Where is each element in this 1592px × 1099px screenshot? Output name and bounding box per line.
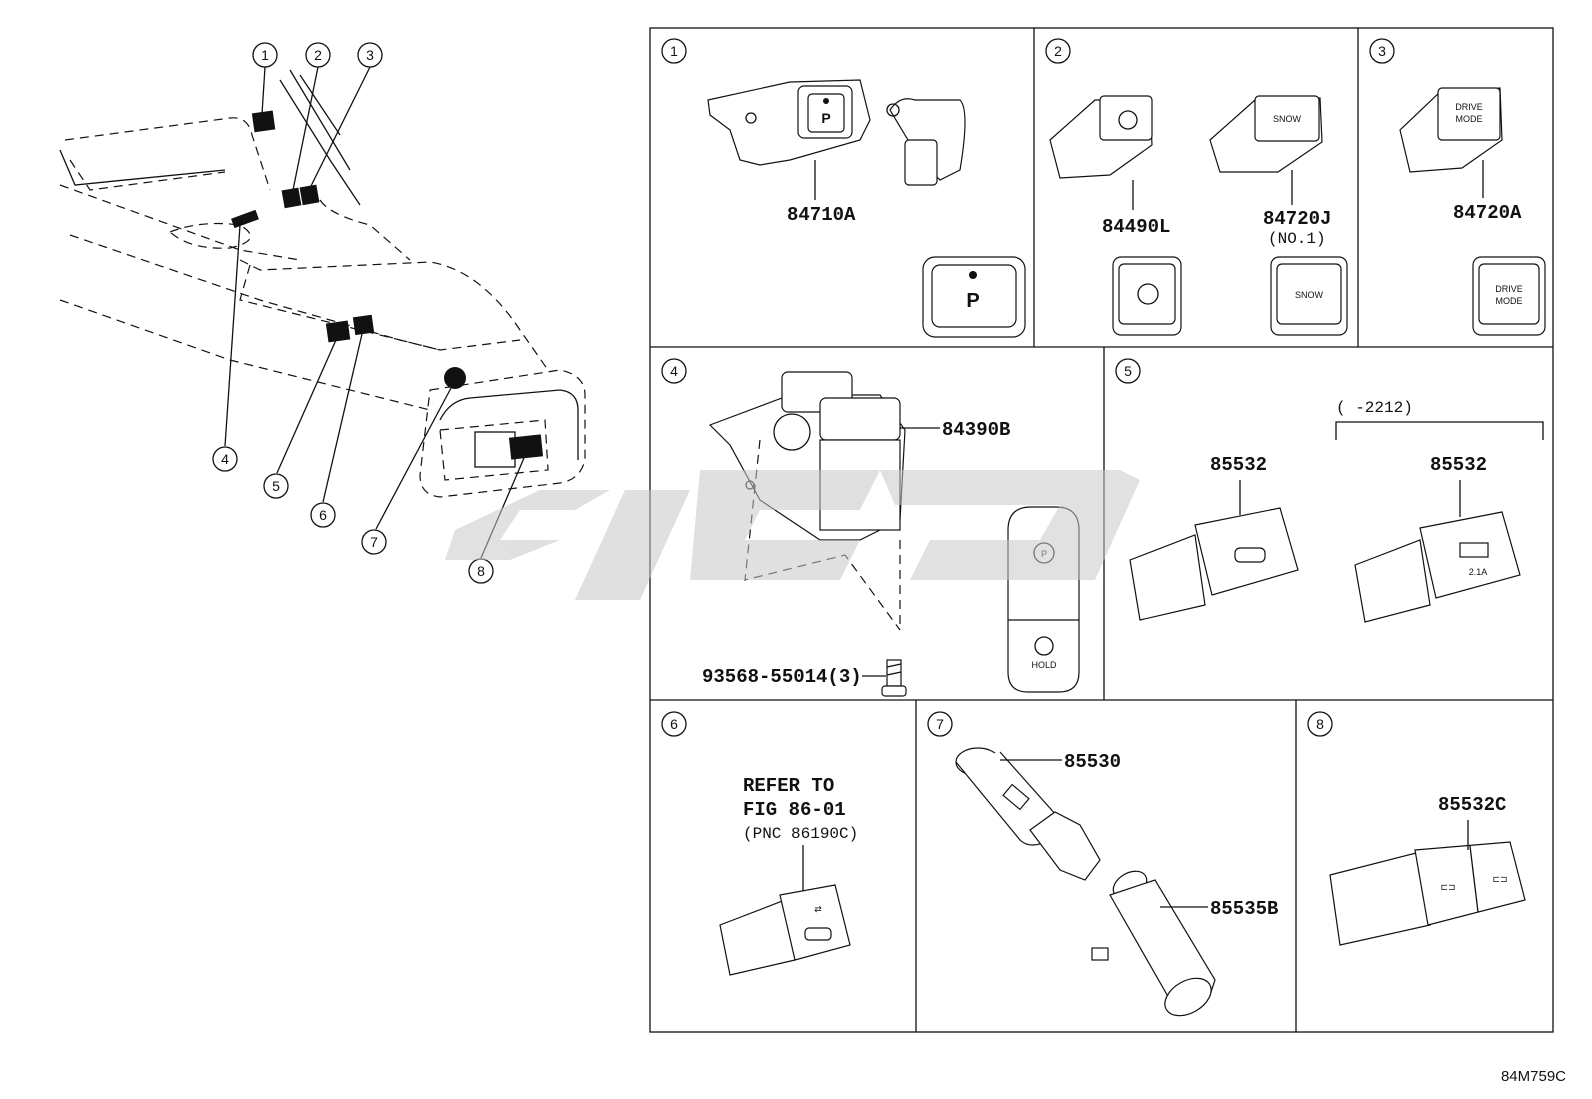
svg-text:8: 8 (1316, 716, 1324, 732)
svg-text:MODE: MODE (1496, 296, 1523, 306)
panel-3: 3 DRIVE MODE 84720A DRIVE MODE (1369, 38, 1546, 336)
svg-text:6: 6 (670, 716, 678, 732)
snow-button-face: SNOW (1270, 256, 1348, 336)
usb-c-socket-left (1129, 507, 1299, 621)
svg-text:⇄: ⇄ (814, 904, 822, 914)
range-note: ( -2212) (1336, 399, 1413, 417)
snow-mode-switch: SNOW (1209, 95, 1323, 173)
console-overview: 1 2 3 4 5 6 7 8 (59, 42, 586, 584)
p-button-face: P (922, 256, 1026, 338)
svg-text:MODE: MODE (1456, 114, 1483, 124)
callout-3: 3 (357, 42, 383, 68)
panel-1: 1 P 84710A P (661, 38, 1026, 338)
svg-text:8: 8 (477, 563, 485, 579)
part-85535B: 85535B (1210, 898, 1278, 920)
watermark-logo (445, 470, 1140, 600)
panel-6: 6 REFER TO FIG 86-01 (PNC 86190C) ⇄ (661, 711, 858, 976)
callout-2: 2 (305, 42, 331, 68)
part-note-no1: (NO.1) (1268, 230, 1326, 248)
part-93568-55014: 93568-55014(3) (702, 666, 862, 688)
svg-text:1: 1 (261, 47, 269, 63)
svg-text:SNOW: SNOW (1273, 114, 1302, 124)
svg-text:DRIVE: DRIVE (1455, 102, 1483, 112)
part-85532-a: 85532 (1210, 454, 1267, 476)
steering-heater-switch (1049, 95, 1153, 179)
panel-8: 8 ⊏⊐ ⊏⊐ 85532C (1307, 711, 1526, 946)
refer-line-2: FIG 86-01 (743, 799, 846, 821)
part-84390B: 84390B (942, 419, 1010, 441)
svg-text:⊏⊐: ⊏⊐ (1440, 882, 1455, 892)
part-85532-b: 85532 (1430, 454, 1487, 476)
callout-1: 1 (252, 42, 278, 68)
drive-mode-switch: DRIVE MODE (1399, 87, 1503, 173)
callout-5: 5 (263, 473, 289, 499)
part-84720J: 84720J (1263, 208, 1331, 230)
dual-usb-socket: ⊏⊐ ⊏⊐ (1329, 841, 1526, 946)
drive-mode-button-face: DRIVE MODE (1472, 256, 1546, 336)
svg-text:P: P (966, 290, 979, 312)
svg-text:4: 4 (670, 363, 678, 379)
callout-4: 4 (212, 446, 238, 472)
svg-text:7: 7 (936, 716, 944, 732)
shift-p-switch-assembly: P (707, 79, 966, 186)
diagram-code: 84M759C (1500, 1068, 1566, 1085)
svg-text:2.1A: 2.1A (1469, 567, 1488, 577)
svg-text:5: 5 (1124, 363, 1132, 379)
svg-text:DRIVE: DRIVE (1495, 284, 1523, 294)
part-84490L: 84490L (1102, 216, 1170, 238)
svg-text:5: 5 (272, 478, 280, 494)
svg-text:2: 2 (1054, 43, 1062, 59)
svg-text:3: 3 (1378, 43, 1386, 59)
svg-text:2: 2 (314, 47, 322, 63)
power-outlet-cover (1091, 870, 1216, 1017)
callout-7: 7 (361, 529, 387, 555)
refer-line-3: (PNC 86190C) (743, 825, 858, 843)
panel-2: 2 84490L SNOW 84720J (NO.1) SNOW (1045, 38, 1348, 336)
svg-text:1: 1 (670, 43, 678, 59)
svg-text:P: P (821, 110, 830, 126)
svg-text:4: 4 (221, 451, 229, 467)
power-outlet-socket (955, 747, 1101, 881)
callout-6: 6 (310, 502, 336, 528)
part-85530: 85530 (1064, 751, 1121, 773)
svg-text:6: 6 (319, 507, 327, 523)
panel-5: 5 ( -2212) 85532 2.1A 85532 (1115, 358, 1544, 623)
part-85532C: 85532C (1438, 794, 1506, 816)
part-84710A: 84710A (787, 204, 856, 226)
usb-a-socket-right: 2.1A (1354, 511, 1521, 623)
callout-8: 8 (468, 558, 494, 584)
refer-line-1: REFER TO (743, 775, 834, 797)
svg-text:3: 3 (366, 47, 374, 63)
part-84720A: 84720A (1453, 202, 1522, 224)
svg-text:⊏⊐: ⊏⊐ (1492, 874, 1507, 884)
steering-heater-button-face (1112, 256, 1182, 336)
panel-7: 7 85530 85535B (927, 711, 1278, 1017)
usb-port-connector: ⇄ (719, 884, 851, 976)
svg-text:HOLD: HOLD (1031, 660, 1057, 670)
svg-text:SNOW: SNOW (1295, 290, 1324, 300)
screw (881, 659, 907, 697)
svg-text:7: 7 (370, 534, 378, 550)
